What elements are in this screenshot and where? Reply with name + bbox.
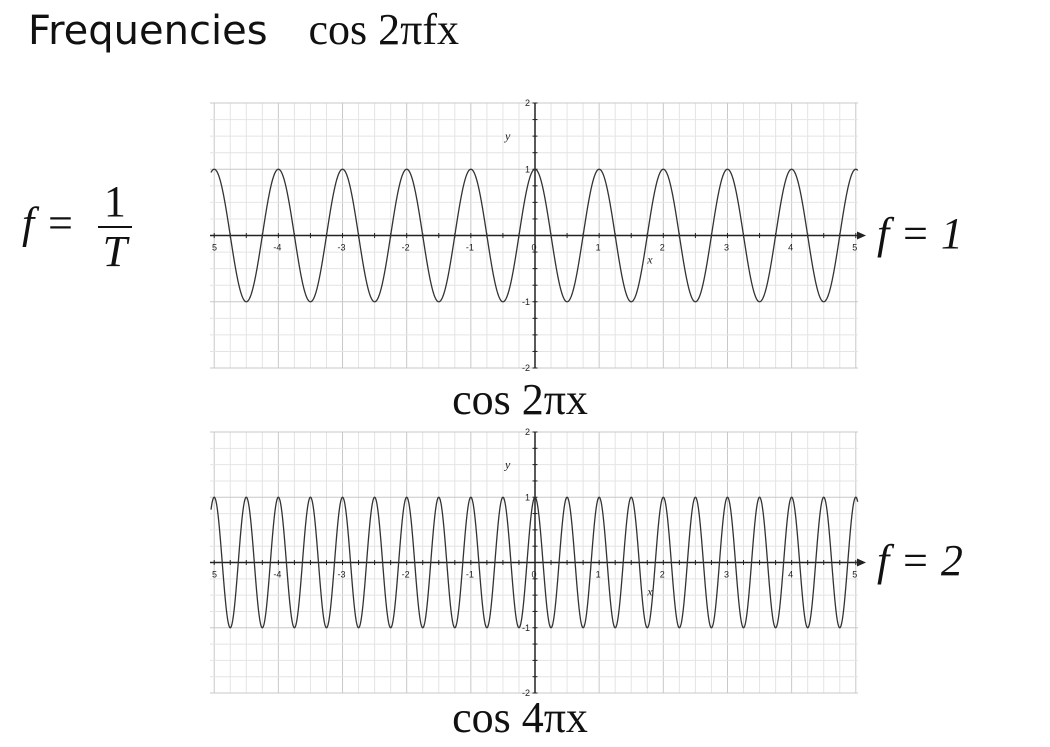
y-tick-label: -1 xyxy=(522,623,530,633)
x-axis-label: x xyxy=(646,253,653,267)
x-tick-label: 1 xyxy=(596,570,601,580)
fraction-numerator: 1 xyxy=(97,177,132,229)
x-tick-label: -3 xyxy=(338,243,346,253)
caption-plot-2: cos 4πx xyxy=(452,693,588,742)
fraction-denominator: T xyxy=(102,227,128,277)
title-word: Frequencies xyxy=(28,8,268,54)
x-tick-label: 1 xyxy=(596,243,601,253)
y-tick-label: -1 xyxy=(522,297,530,307)
y-tick-label: -2 xyxy=(522,363,530,373)
x-tick-label: -1 xyxy=(466,243,474,253)
y-tick-label: 2 xyxy=(525,98,530,108)
cosine-curve xyxy=(210,168,859,303)
x-tick-label: 0 xyxy=(531,243,536,253)
y-tick-label: 2 xyxy=(525,427,530,437)
y-axis-label: y xyxy=(504,458,511,472)
x-tick-label: -1 xyxy=(466,570,474,580)
x-tick-label: 3 xyxy=(724,570,729,580)
x-axis-arrow xyxy=(857,231,866,240)
x-axis-label: x xyxy=(646,585,653,599)
x-tick-label: 4 xyxy=(788,243,793,253)
slide-title: Frequencies cos 2πfx xyxy=(28,4,459,55)
x-tick-label: 5 xyxy=(852,570,857,580)
x-tick-label: 5 xyxy=(852,243,857,253)
x-tick-label: 3 xyxy=(724,243,729,253)
cosine-curve xyxy=(210,496,859,629)
x-tick-label: -3 xyxy=(338,570,346,580)
x-tick-label: 4 xyxy=(788,570,793,580)
plot-cos-2pi-x: 5 -4 -3 -2 -1 0 1 2 3 4 5 2 1 -1 -2 x y xyxy=(210,98,866,373)
y-axis-label: y xyxy=(504,129,511,143)
x-tick-label: 0 xyxy=(531,570,536,580)
x-tick-label: 2 xyxy=(660,243,665,253)
x-tick-label: -4 xyxy=(273,570,281,580)
side-label-plot-1: f = 1 xyxy=(877,209,963,258)
y-tick-label: 1 xyxy=(525,164,530,174)
x-axis-arrow xyxy=(857,558,866,567)
x-tick-label: -2 xyxy=(402,570,410,580)
side-label-plot-2: f = 2 xyxy=(877,536,963,585)
frequency-definition: f = 1 T xyxy=(22,177,132,277)
y-tick-label: -2 xyxy=(522,688,530,698)
title-formula: cos 2πfx xyxy=(308,5,460,54)
fraction: 1 T xyxy=(97,177,132,277)
frequency-lhs: f = xyxy=(22,198,75,248)
y-tick-label: 1 xyxy=(525,492,530,502)
x-tick-label: 2 xyxy=(660,570,665,580)
x-tick-label: -2 xyxy=(402,243,410,253)
x-tick-label: 5 xyxy=(212,570,217,580)
plot-cos-4pi-x: 5 -4 -3 -2 -1 0 1 2 3 4 5 2 1 -1 -2 x y xyxy=(210,427,866,698)
x-tick-label: -4 xyxy=(273,243,281,253)
caption-plot-1: cos 2πx xyxy=(452,375,588,424)
x-tick-label: 5 xyxy=(212,243,217,253)
